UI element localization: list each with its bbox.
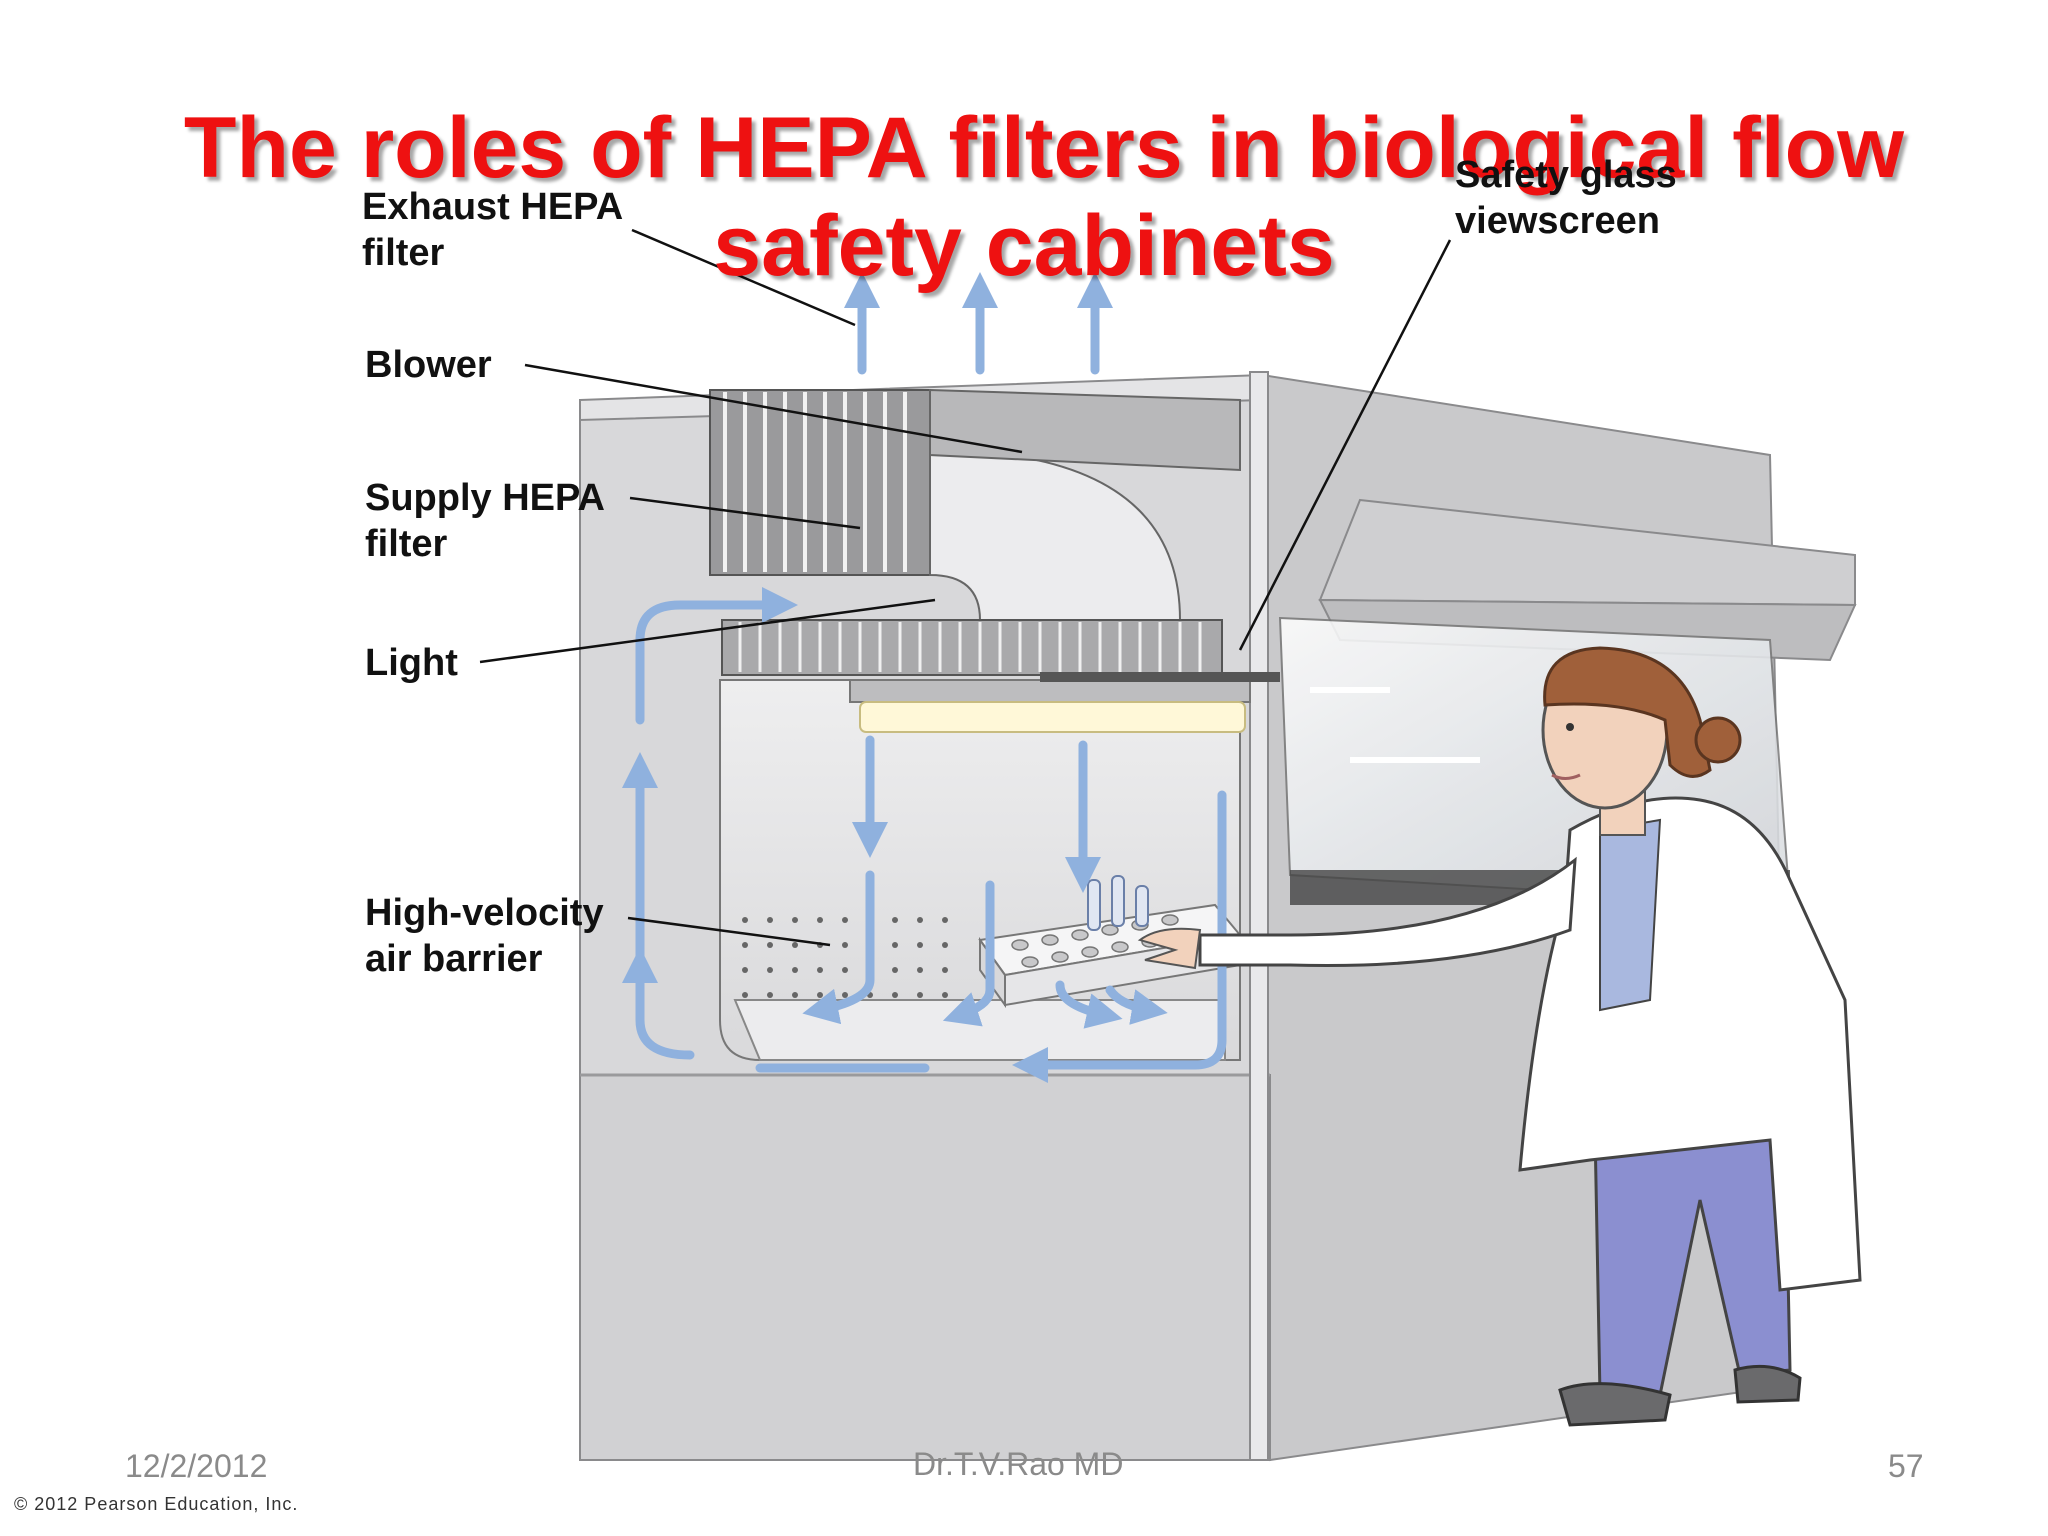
footer-page-number: 57 bbox=[1888, 1448, 1924, 1484]
label-glass-line-1: Safety glass bbox=[1455, 154, 1677, 196]
supply-filter-grille bbox=[721, 619, 1223, 676]
slide-title-line-2: safety cabinets bbox=[713, 198, 1335, 294]
label-blower: Blower bbox=[365, 344, 492, 386]
label-supply-line-1: Supply HEPA bbox=[365, 477, 605, 519]
slide-title-line-1: The roles of HEPA filters in biological … bbox=[183, 100, 1905, 196]
blower-housing bbox=[709, 388, 1241, 621]
label-barrier-line-2: air barrier bbox=[365, 938, 543, 980]
label-glass-line-2: viewscreen bbox=[1455, 200, 1660, 242]
label-exhaust-hepa-filter: Exhaust HEPA filter bbox=[362, 184, 623, 276]
lab-technician bbox=[1137, 646, 1862, 1427]
label-safety-glass-viewscreen: Safety glass viewscreen bbox=[1455, 152, 1677, 244]
footer-date: 12/2/2012 bbox=[125, 1448, 268, 1484]
footer-author: Dr.T.V.Rao MD bbox=[913, 1446, 1124, 1482]
label-supply-line-2: filter bbox=[365, 523, 448, 565]
label-exhaust-line-2: filter bbox=[362, 232, 445, 274]
copyright-notice: © 2012 Pearson Education, Inc. bbox=[14, 1494, 299, 1514]
airflow-arrows bbox=[622, 272, 1227, 1083]
label-exhaust-line-1: Exhaust HEPA bbox=[362, 186, 624, 228]
label-high-velocity-air-barrier: High-velocity air barrier bbox=[365, 890, 604, 982]
label-supply-hepa-filter: Supply HEPA filter bbox=[365, 475, 605, 567]
label-light: Light bbox=[365, 642, 458, 684]
label-barrier-line-1: High-velocity bbox=[365, 892, 604, 934]
callout-lines bbox=[479, 228, 1452, 947]
